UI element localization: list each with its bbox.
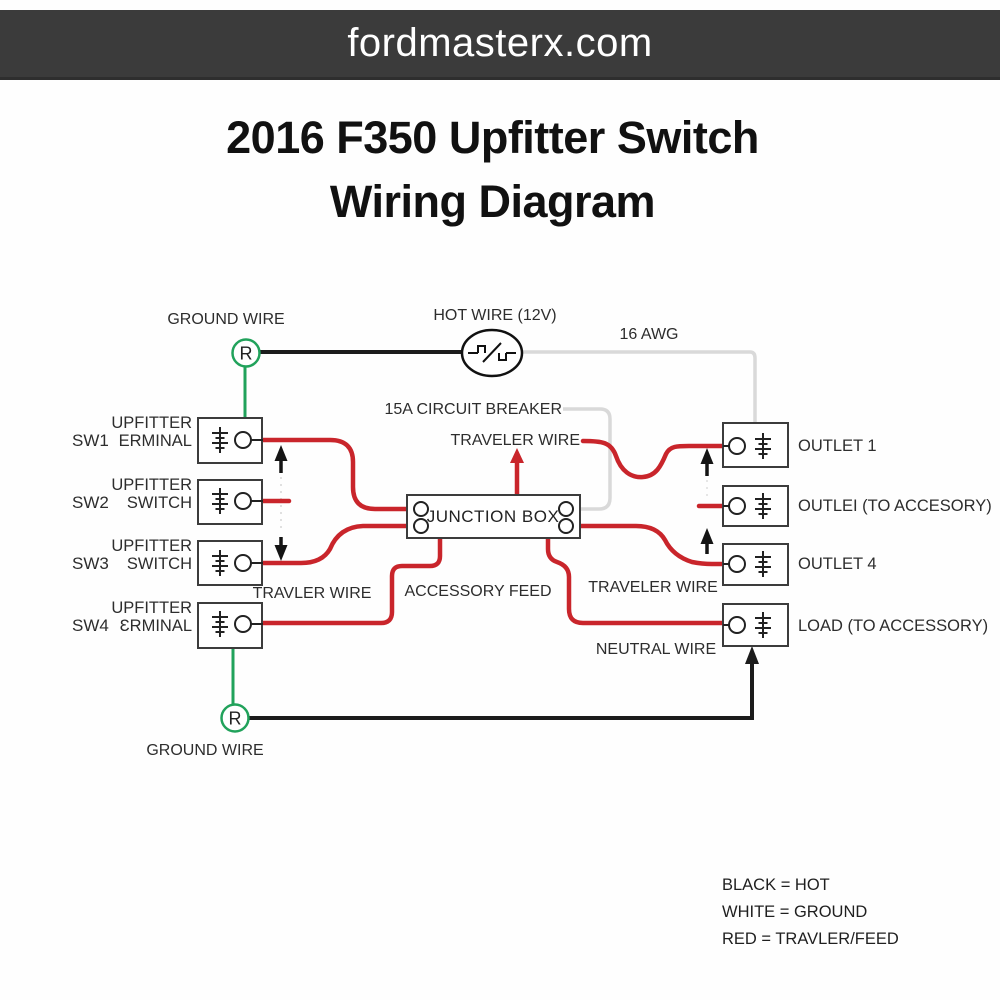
page-title: 2016 F350 Upfitter Switch Wiring Diagram — [0, 106, 985, 234]
red-traveler-arrowhead — [510, 448, 524, 463]
junction-terminal-left-bottom — [413, 518, 429, 534]
label-ground-wire-bottom: GROUND WIRE — [146, 742, 264, 759]
junction-terminal-right-top — [558, 501, 574, 517]
circuit-breaker-glyph — [468, 342, 516, 363]
outlet4-terminal — [728, 555, 746, 573]
hot-wire-arrowhead — [745, 646, 759, 664]
red-wire-sw1-to-junction — [259, 437, 417, 512]
sw4-name-line2: ƐRMINAL — [119, 617, 192, 635]
red-wire-traveler-to-outlet1 — [580, 438, 733, 480]
red-wire-neutral-to-load — [545, 535, 733, 626]
red-wire-accessory-feed — [259, 535, 443, 626]
sw2-contact-symbol — [212, 488, 228, 514]
sw4-box — [197, 602, 263, 649]
legend-red-travler: RED = TRAVLER/FEED — [722, 930, 899, 948]
legend-white-ground: WHITE = GROUND — [722, 903, 868, 921]
arrow-up-sw1-head — [274, 445, 288, 461]
label-circuit-breaker: 15A CIRCUIT BREAKER — [384, 401, 562, 418]
sw4-name-line1: UPFITTER — [111, 599, 192, 617]
sw2-id: SW2 — [72, 493, 109, 512]
sw2-name-line2: SWITCH — [126, 494, 192, 512]
outlet4-contact-symbol — [755, 551, 771, 577]
outlet4-label: OUTLET 4 — [798, 555, 877, 573]
load-terminal — [728, 616, 746, 634]
sw2-terminal — [234, 492, 252, 510]
sw4-terminal — [234, 615, 252, 633]
outlet1-label: OUTLET 1 — [798, 437, 877, 455]
sw3-terminal — [234, 554, 252, 572]
load-label: LOAD (TO ACCESSORY) — [798, 617, 989, 635]
sw3-name-line1: UPFITTER — [111, 537, 192, 555]
arrow-up-outlet1-head — [700, 448, 714, 464]
junction-box-label: JUNCTION BOX — [426, 507, 560, 526]
sw4-contact-symbol — [212, 611, 228, 637]
sw2-name-line1: UPFITTER — [111, 476, 192, 494]
ground-symbol-bottom-letter: R — [229, 709, 242, 729]
outlet2-contact-symbol — [755, 493, 771, 519]
legend-black-hot: BLACK = HOT — [722, 876, 830, 894]
sw1-contact-symbol — [212, 427, 228, 453]
sw3-contact-symbol — [212, 550, 228, 576]
sw2-name: UPFITTER SWITCH — [111, 476, 192, 512]
ground-wire-16awg — [523, 350, 757, 423]
sw3-name: UPFITTER SWITCH — [111, 537, 192, 573]
junction-box — [406, 494, 581, 539]
sw3-name-line2: SWITCH — [126, 555, 192, 573]
label-ground-wire-top: GROUND WIRE — [167, 311, 285, 328]
label-16-awg: 16 AWG — [619, 326, 679, 343]
hot-wire-bottom — [249, 663, 754, 720]
color-legend: BLACK = HOT WHITE = GROUND RED = TRAVLER… — [722, 872, 899, 953]
label-accessory-feed: ACCESSORY FEED — [404, 583, 552, 600]
label-travler-wire-left: TRAVLER WIRE — [252, 585, 372, 602]
breaker-leader-wire — [563, 407, 612, 511]
junction-terminal-right-bottom — [558, 518, 574, 534]
sw1-name: UPFITTER ERMINAL — [111, 414, 192, 450]
sw3-box — [197, 540, 263, 586]
sw4-id: SW4 — [72, 616, 109, 635]
junction-terminal-left-top — [413, 501, 429, 517]
sw1-id: SW1 — [72, 431, 109, 450]
label-hot-wire: HOT WIRE (12V) — [433, 307, 557, 324]
outlet2-terminal — [728, 497, 746, 515]
sw3-id: SW3 — [72, 554, 109, 573]
label-traveler-wire-right: TRAVELER WIRE — [588, 579, 718, 596]
sw1-name-line1: UPFITTER — [111, 414, 192, 432]
sw1-name-line2: ERMINAL — [118, 432, 192, 450]
outlet1-terminal — [728, 437, 746, 455]
label-neutral-wire: NEUTRAL WIRE — [595, 641, 717, 658]
load-contact-symbol — [755, 612, 771, 638]
arrow-down-sw3-head — [274, 545, 288, 561]
red-wire-junction-to-outlet4 — [570, 523, 733, 567]
arrow-up-outlet4-head — [700, 528, 714, 544]
outlet1-contact-symbol — [755, 433, 771, 459]
ground-symbol-bottom-circle — [220, 703, 250, 733]
page-title-line1: 2016 F350 Upfitter Switch — [226, 112, 759, 163]
outlet2-label: OUTLEI (TO ACCESORY) — [798, 497, 992, 515]
ground-symbol-top-circle — [231, 338, 261, 368]
sw1-terminal — [234, 431, 252, 449]
label-traveler-wire-top: TRAVELER WIRE — [450, 432, 581, 449]
page-title-line2: Wiring Diagram — [329, 176, 656, 227]
site-header: fordmasterx.com — [0, 10, 1000, 80]
site-domain: fordmasterx.com — [347, 21, 653, 65]
red-wire-sw3-to-junction — [259, 523, 417, 566]
ground-symbol-top-letter: R — [240, 344, 253, 364]
sw4-name: UPFITTER ƐRMINAL — [111, 599, 192, 635]
